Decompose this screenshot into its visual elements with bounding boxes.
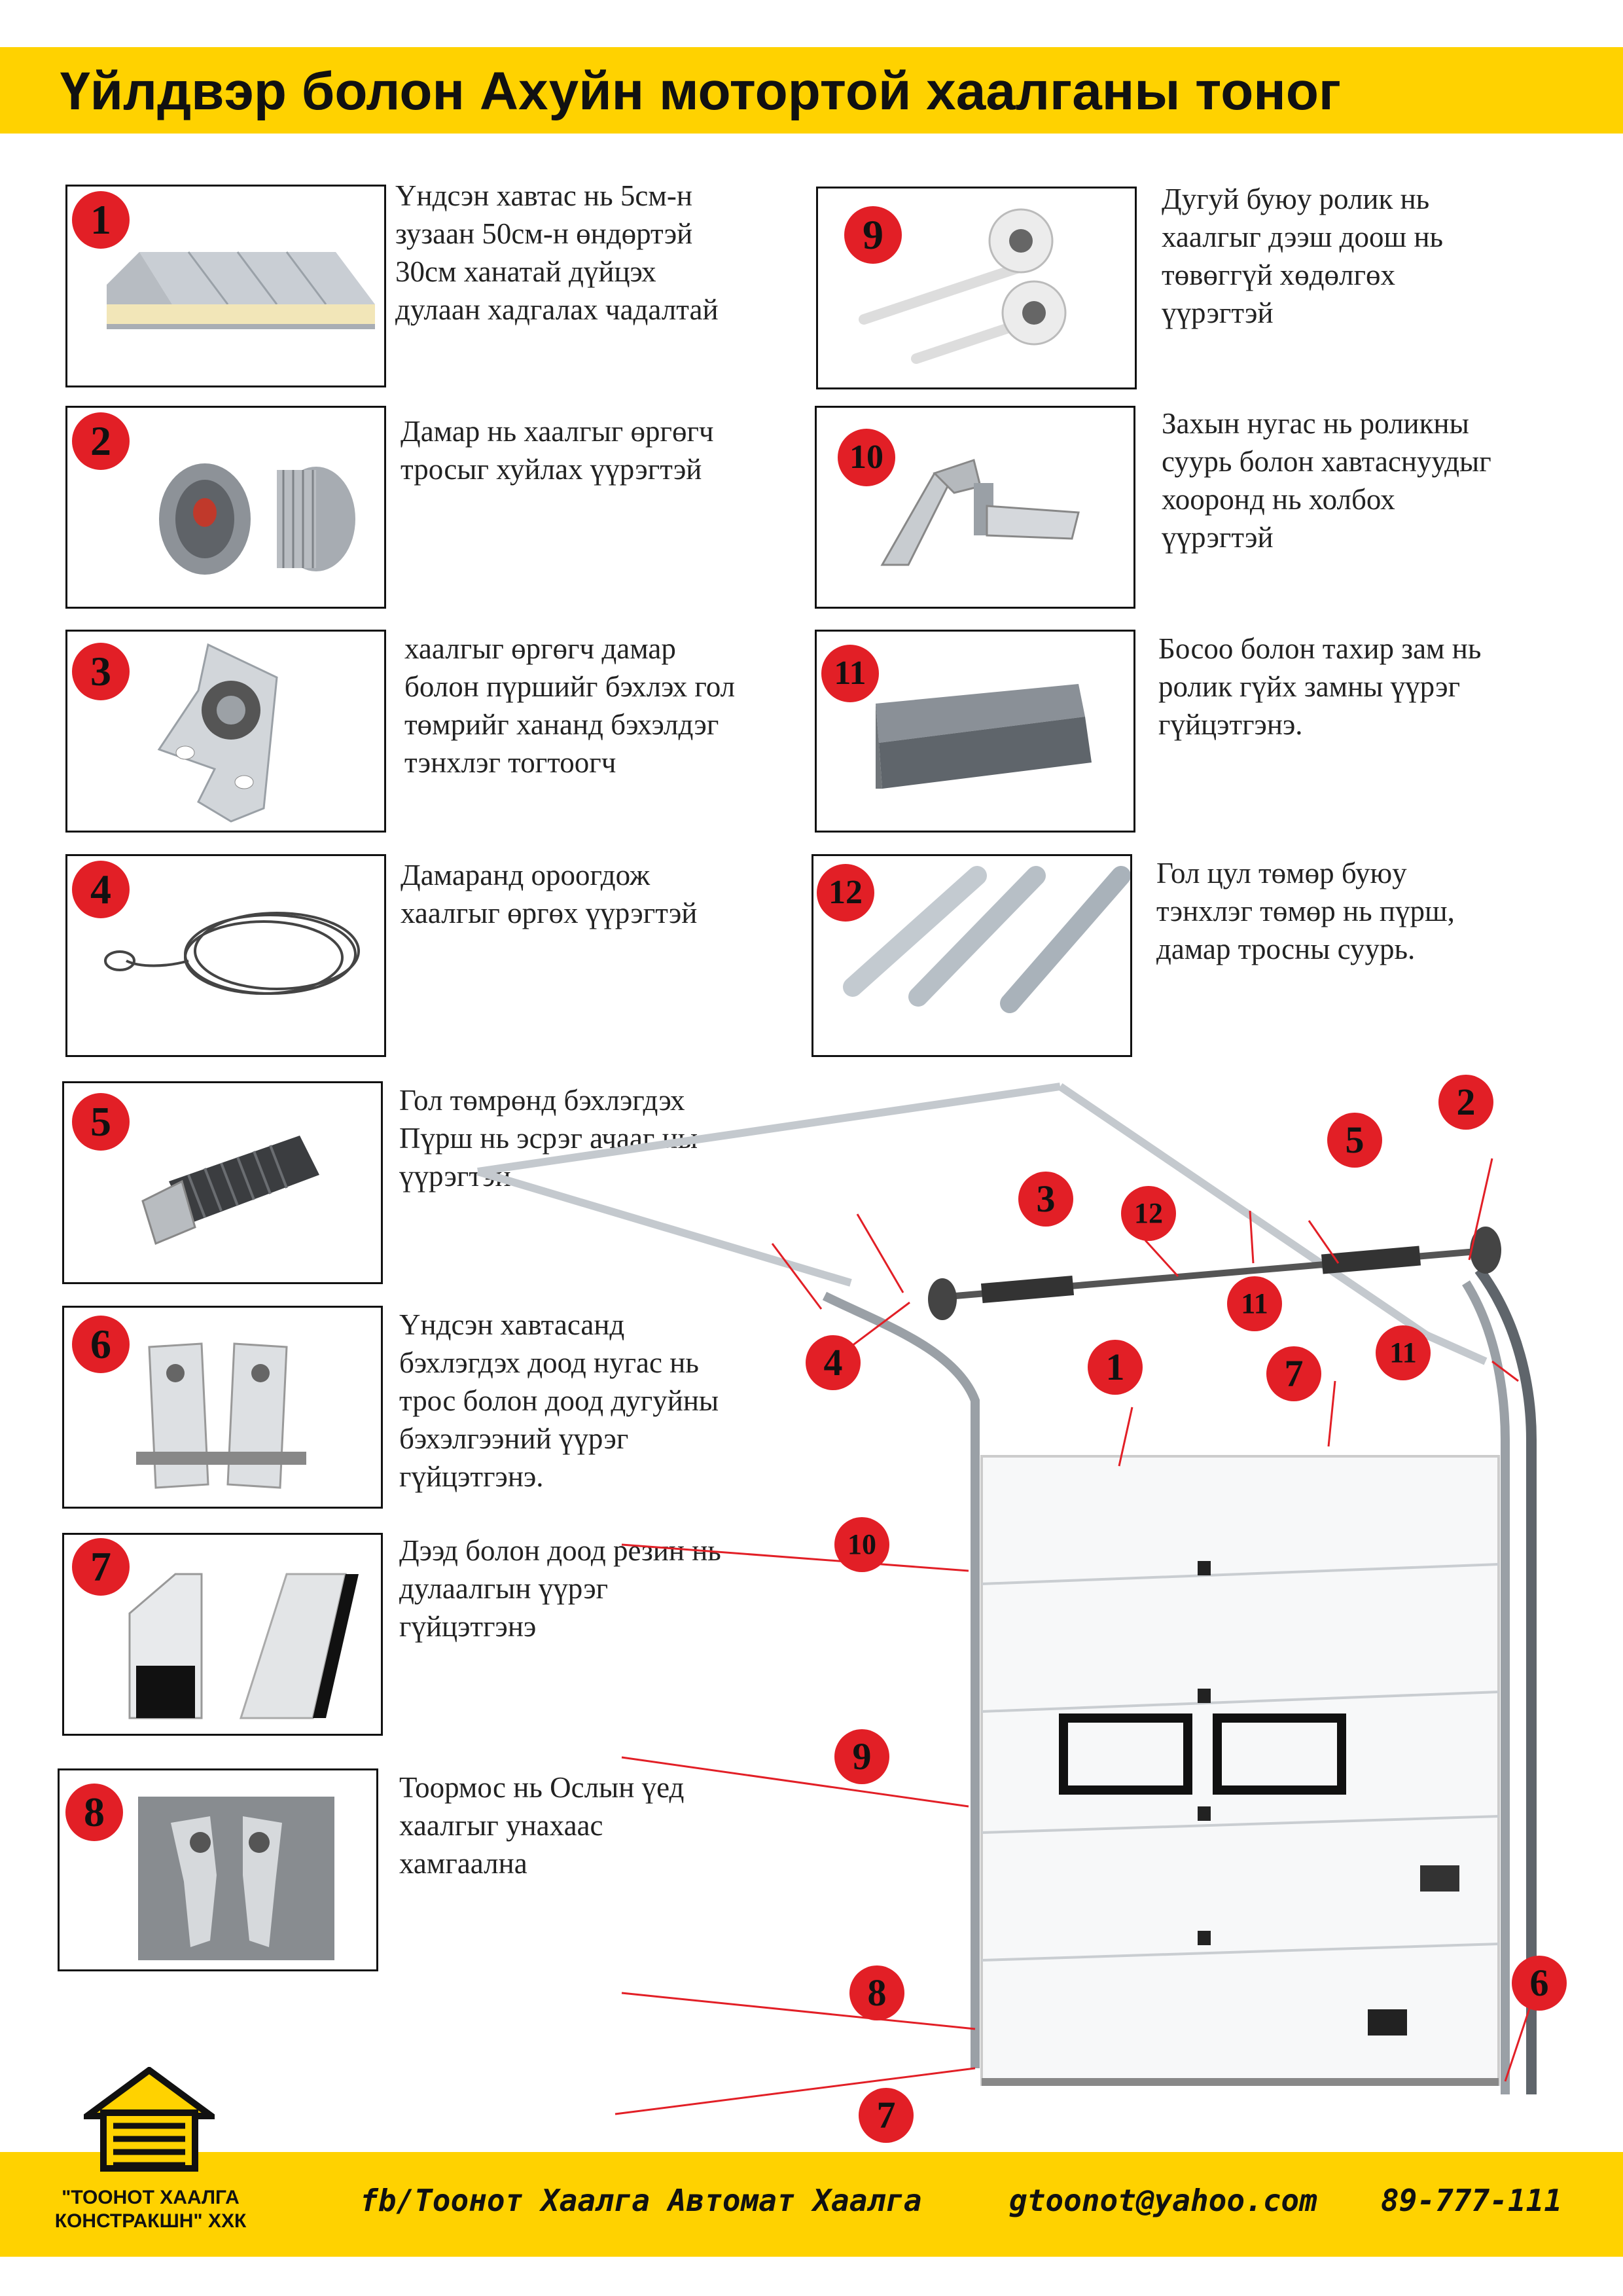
safety-brake-illustration: [138, 1797, 334, 1960]
diagram-callout-7-top: 7: [1266, 1346, 1321, 1401]
header-bar: [0, 47, 1623, 134]
diagram-callout-8: 8: [849, 1965, 904, 2020]
roller-wheel-illustration: [859, 208, 1067, 364]
diagram-callout-3: 3: [1018, 1172, 1073, 1227]
bearing-bracket-illustration: [157, 643, 278, 823]
item-badge-4: 4: [72, 861, 130, 918]
item-2-image-box: [65, 406, 386, 609]
diagram-callout-2: 2: [1438, 1075, 1493, 1130]
diagram-callout-10: 10: [834, 1517, 889, 1572]
item-badge-8: 8: [65, 1784, 123, 1841]
company-logo-house-icon: [84, 2067, 215, 2172]
track-rail-illustration: [876, 684, 1092, 789]
diagram-callout-7-bottom: 7: [859, 2088, 914, 2143]
facebook-text: fb/Тоонот Хаалга Автомат Хаалга: [360, 2183, 922, 2218]
cable-coil-illustration: [104, 912, 360, 995]
company-name-line-1: "ТООНОТ ХААЛГА: [62, 2187, 240, 2208]
item-badge-3: 3: [72, 643, 130, 700]
torsion-spring-illustration: [141, 1136, 319, 1246]
diagram-callout-12: 12: [1121, 1186, 1176, 1241]
bottom-bracket-illustration: [136, 1342, 306, 1489]
diagram-callout-11-right: 11: [1376, 1325, 1431, 1380]
diagram-callout-11-top: 11: [1227, 1276, 1282, 1331]
item-badge-7: 7: [72, 1538, 130, 1596]
page-title: Үйлдвэр болон Ахуйн мотортой хаалганы то…: [60, 62, 1342, 121]
item-badge-5: 5: [72, 1093, 130, 1151]
company-name: "ТООНОТ ХААЛГА КОНСТРАКШН" ХХК: [46, 2186, 255, 2233]
item-badge-11: 11: [821, 645, 879, 702]
item-12-image-box: [812, 854, 1132, 1057]
diagram-callout-9: 9: [834, 1729, 889, 1784]
item-badge-1: 1: [72, 191, 130, 249]
item-6-image-box: [62, 1306, 383, 1509]
item-badge-6: 6: [72, 1316, 130, 1373]
garage-door-diagram: [476, 1083, 1539, 2115]
diagram-callout-1: 1: [1088, 1340, 1143, 1395]
email-text: gtoonot@yahoo.com: [1009, 2183, 1317, 2218]
shaft-rods-illustration: [843, 866, 1130, 1013]
footer-bar: [0, 2152, 1623, 2257]
item-badge-9: 9: [844, 206, 902, 264]
item-badge-2: 2: [72, 412, 130, 470]
company-name-line-2: КОНСТРАКШН" ХХК: [54, 2210, 247, 2232]
sandwich-panel-illustration: [107, 251, 375, 329]
diagram-callout-5: 5: [1327, 1113, 1382, 1168]
diagram-callout-6: 6: [1512, 1956, 1567, 2011]
phone-text: 89-777-111: [1381, 2183, 1562, 2218]
cable-drum-illustration: [159, 463, 355, 575]
item-badge-12: 12: [817, 864, 874, 922]
item-badge-10: 10: [838, 429, 895, 486]
hinge-illustration: [880, 459, 1080, 566]
item-11-image-box: [815, 630, 1135, 833]
rubber-seal-illustration: [128, 1573, 359, 1719]
diagram-callout-4: 4: [806, 1335, 861, 1390]
item-9-image-box: [816, 187, 1137, 389]
